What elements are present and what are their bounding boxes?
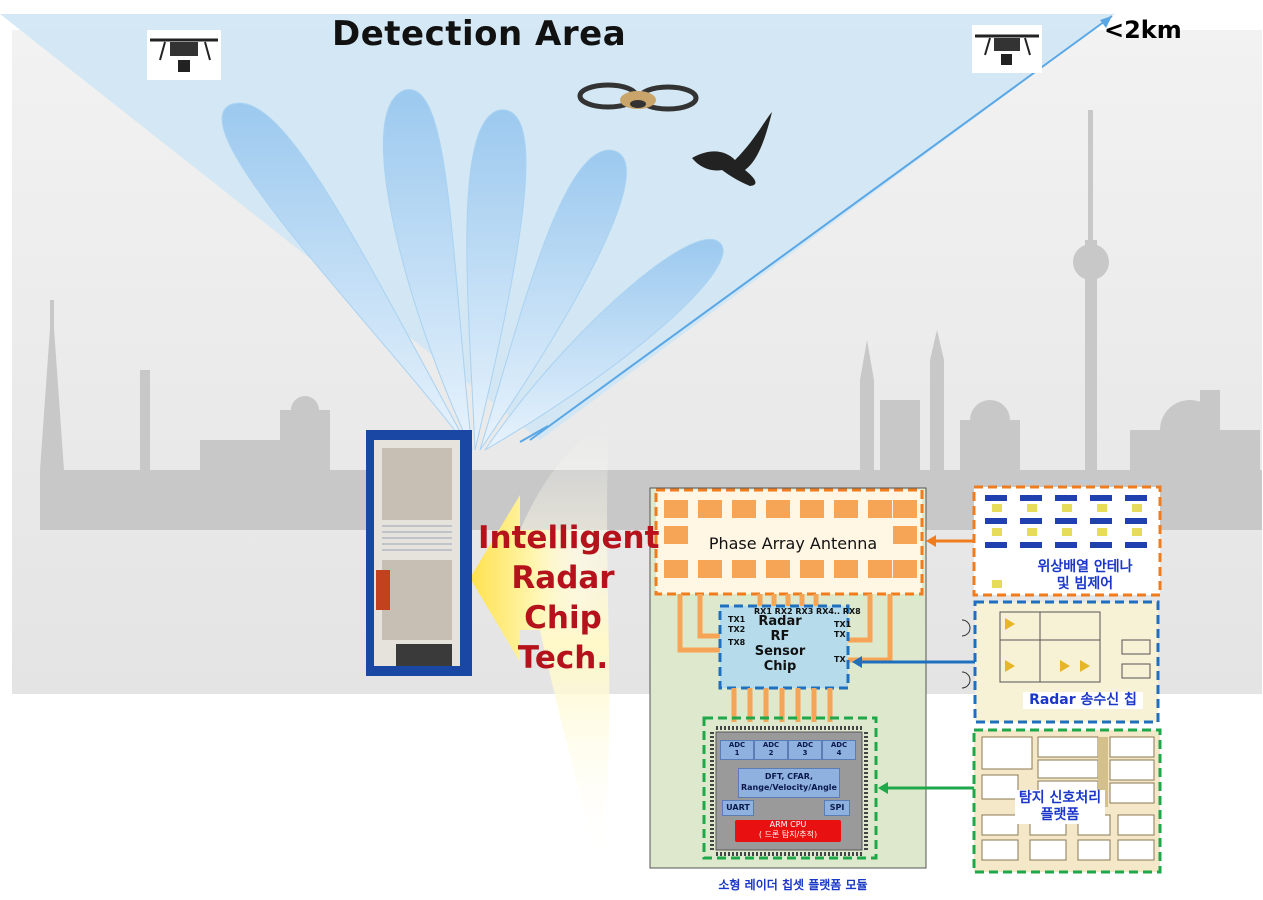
quadcopter-icon [972, 25, 1042, 73]
tx-left-pin: TX8 [728, 638, 746, 647]
dsp-block: DFT, CFAR, Range/Velocity/Angle [738, 768, 840, 798]
tx-right-pin: TX1 [834, 620, 852, 629]
range-label: <2km [1104, 16, 1182, 44]
beam-lobes [221, 89, 724, 451]
detection-area-title: Detection Area [332, 14, 627, 54]
tx-right-pin: TX [834, 630, 846, 639]
rf-chip-line: Radar [758, 614, 802, 629]
spi-block: SPI [824, 800, 850, 816]
technology-label: Intelligent Radar Chip Tech. [478, 518, 660, 678]
range-arrow [529, 15, 1113, 441]
tx-left-pin: TX1 [728, 615, 746, 624]
arm-cpu-block: ARM CPU ( 드론 탐지/추적) [735, 820, 841, 842]
technology-line: Intelligent [478, 520, 660, 556]
quadcopter-icon [147, 30, 221, 80]
rf-chip-line: Sensor [754, 644, 806, 659]
radar-unit-image [366, 430, 472, 676]
tech-arrow [470, 495, 600, 662]
bird-icon [692, 112, 772, 186]
rf-chip-label: Radar RF Sensor Chip [735, 614, 825, 674]
rx-pins-label: RX1 RX2 RX3 RX4.. RX8 [754, 607, 861, 616]
antenna-panel-label: 위상배열 안테나 및 빔제어 [1025, 559, 1145, 593]
ar-drone-icon [577, 82, 699, 112]
tx-left-pin: TX2 [728, 625, 746, 634]
technology-line: Radar [511, 560, 615, 596]
tx-right-pin: TX [834, 655, 846, 664]
rf-chip-line: Chip [763, 659, 797, 674]
module-caption: 소형 레이더 칩셋 플랫폼 모듈 [718, 878, 868, 892]
uart-block: UART [722, 800, 754, 816]
rf-chip-line: RF [770, 629, 790, 644]
transceiver-panel-label: Radar 송수신 칩 [1023, 692, 1143, 709]
phase-array-antenna-label: Phase Array Antenna [708, 534, 878, 553]
technology-line: Chip Tech. [517, 600, 609, 676]
signal-processing-panel-label: 탐지 신호처리 플랫폼 [1015, 790, 1105, 824]
